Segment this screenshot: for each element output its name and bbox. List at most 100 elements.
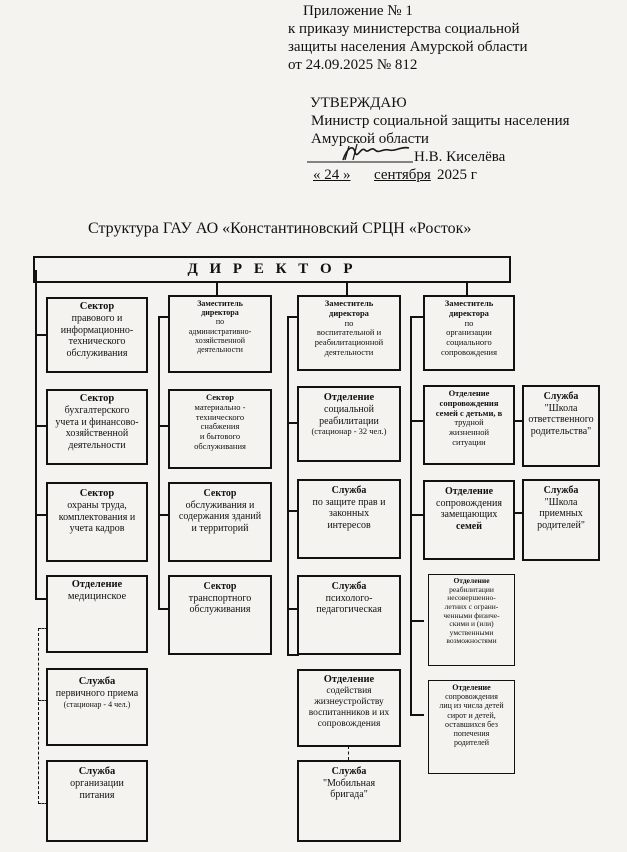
connector-line <box>158 425 170 427</box>
service-foster-parents-school: Служба "Школа приемных родителей" <box>522 479 600 561</box>
box-line: "Мобильная <box>322 777 376 789</box>
connector-line <box>287 316 289 656</box>
box-line: деятельности <box>324 346 374 357</box>
connector-line <box>35 334 47 336</box>
box-line: Отделение <box>444 486 494 497</box>
box-line: и бытового <box>199 431 241 442</box>
appendix-ministry-line: защиты населения Амурской области <box>288 39 528 55</box>
connector-line <box>216 282 218 296</box>
box-line: воспитанников и их <box>308 707 390 718</box>
box-line: Отделение <box>453 576 490 585</box>
box-line: деятельности <box>197 344 243 354</box>
box-line: Отделение <box>323 674 375 685</box>
sector-buildings: Сектор обслуживания и содержания зданий … <box>168 482 272 562</box>
deputy-admin-economic: Заместитель директора по административно… <box>168 295 272 373</box>
box-line: административно- <box>188 326 252 336</box>
box-line: ченными физиче- <box>443 610 500 620</box>
connector-line <box>158 316 170 318</box>
deputy-educational-rehab: Заместитель директора по воспитательной … <box>297 295 401 371</box>
connector-line <box>410 316 412 716</box>
approve-position: Министр социальной защиты населения <box>311 113 570 129</box>
box-line: правового и <box>71 313 123 325</box>
box-line: замещающих <box>440 509 498 520</box>
box-line: социального <box>446 337 492 348</box>
box-line: Заместитель <box>324 298 374 308</box>
connector-line <box>287 654 299 656</box>
structure-title: Структура ГАУ АО «Константиновский СРЦН … <box>88 220 472 237</box>
box-line: реабилитации <box>319 415 379 427</box>
connector-line <box>287 316 299 318</box>
connector-line <box>515 420 523 422</box>
connector-line <box>410 620 424 622</box>
box-line: снабжения <box>200 421 240 432</box>
approve-date-year: 2025 г <box>437 167 477 183</box>
box-line: несовершенно- <box>447 593 496 603</box>
box-line: интересов <box>327 519 371 531</box>
box-line: по <box>215 317 225 327</box>
sector-labor-hr: Сектор охраны труда, комплектования и уч… <box>46 482 148 562</box>
box-line: "Школа <box>544 496 578 508</box>
deputy-social-support: Заместитель директора по организации соц… <box>423 295 515 371</box>
director-box: Д И Р Е К Т О Р <box>33 256 511 283</box>
box-line: директора <box>329 307 369 318</box>
box-line: по защите прав и <box>312 496 386 508</box>
signer-name: Н.В. Киселёва <box>414 149 506 165</box>
box-line: директора <box>201 308 239 318</box>
box-line: "Школа <box>544 402 578 414</box>
sector-legal-it: Сектор правового и информационно- технич… <box>46 297 148 373</box>
box-line: сирот и детей, <box>447 710 496 720</box>
connector-line <box>35 425 47 427</box>
box-line: деятельности <box>68 439 126 451</box>
box-line: Сектор <box>79 301 115 312</box>
box-line: Сектор <box>79 488 115 499</box>
box-line: жизнеустройству <box>314 696 384 707</box>
box-line: сопровождения <box>440 346 498 357</box>
box-line: хозяйственной <box>195 335 245 345</box>
box-line: Сектор <box>206 392 234 402</box>
box-line: охраны труда, <box>67 500 127 512</box>
box-line: директора <box>449 307 489 318</box>
box-line: питания <box>79 789 115 801</box>
box-line: родителей <box>454 738 489 748</box>
box-line: Сектор <box>79 393 115 404</box>
approve-date-day: « 24 » <box>313 167 351 183</box>
box-line: сопровождения <box>317 718 381 729</box>
connector-line <box>515 512 523 514</box>
connector-line <box>410 714 424 716</box>
service-catering: Служба организации питания <box>46 760 148 842</box>
dept-medical: Отделение медицинское <box>46 575 148 653</box>
box-line: Служба <box>78 676 116 687</box>
director-label: Д И Р Е К Т О Р <box>187 261 357 277</box>
box-line: материально - <box>194 401 246 412</box>
connector-dashed <box>38 700 48 701</box>
connector-line <box>158 514 170 516</box>
connector-line <box>287 510 299 512</box>
box-line: семей <box>455 520 482 532</box>
box-line: лиц из числа детей <box>439 701 504 711</box>
box-line: Служба <box>543 485 579 496</box>
approve-word: УТВЕРЖДАЮ <box>310 95 407 111</box>
connector-line <box>410 316 424 318</box>
connector-line <box>35 514 47 516</box>
box-line: обслуживания и <box>185 499 255 511</box>
box-line: учета кадров <box>69 523 125 535</box>
box-line: комплектования и <box>58 511 136 523</box>
approve-date-month: сентября <box>374 167 431 183</box>
box-line: родительства" <box>530 425 592 437</box>
box-line: жизненной <box>449 427 489 438</box>
box-line: умственными <box>449 627 494 637</box>
box-line: летних с ограни- <box>444 601 499 611</box>
box-line: реабилитации <box>449 584 494 594</box>
appendix-order-line: к приказу министерства социальной <box>288 21 520 37</box>
box-line: обслуживания <box>189 604 251 615</box>
box-line: транспортного <box>188 592 252 604</box>
box-line: оставшихся без <box>445 719 498 729</box>
box-line: Сектор <box>203 488 237 499</box>
service-responsible-parenting-school: Служба "Школа ответственного родительств… <box>522 385 600 467</box>
box-line: Сектор <box>203 581 237 592</box>
connector-line <box>410 514 424 516</box>
signature-icon <box>307 143 413 163</box>
connector-line <box>35 270 37 600</box>
box-line: Служба <box>543 391 579 402</box>
box-line: приемных <box>539 508 583 519</box>
